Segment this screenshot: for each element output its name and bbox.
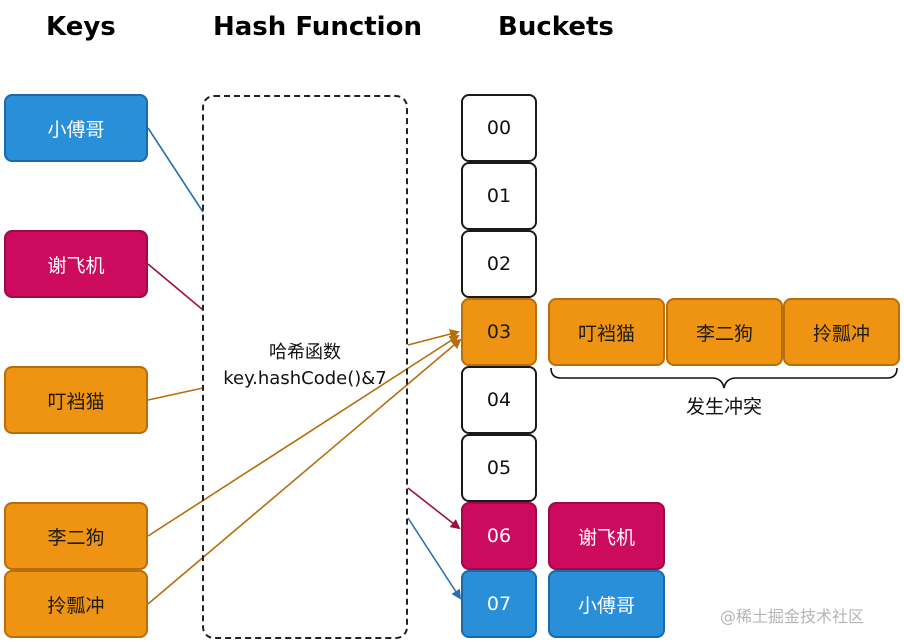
- bucket-05: 05: [461, 434, 537, 502]
- bucket-00: 00: [461, 94, 537, 162]
- key-xiefeiji: 谢飞机: [4, 230, 148, 298]
- line-hash-to-03: [407, 329, 460, 346]
- chain-06-node-1: 谢飞机: [548, 502, 665, 570]
- key-lingpiaochong: 拎瓢冲: [4, 570, 148, 638]
- bucket-03: 03: [461, 298, 537, 366]
- line-hash-to-06: [407, 487, 461, 530]
- hash-function-title: 哈希函数: [269, 342, 341, 363]
- collision-brace: [550, 367, 898, 389]
- hash-function-formula: key.hashCode()&7: [223, 368, 387, 389]
- chain-03-node-1: 叮裆猫: [548, 298, 665, 366]
- hash-function-box: [202, 95, 408, 639]
- buckets-header: Buckets: [498, 12, 614, 42]
- watermark: @稀土掘金技术社区: [720, 607, 865, 626]
- line-key-dingdangmao: [147, 387, 204, 401]
- collision-label: 发生冲突: [685, 396, 762, 418]
- bucket-07: 07: [461, 570, 537, 638]
- chain-03-node-3: 拎瓢冲: [783, 298, 900, 366]
- keys-header: Keys: [46, 12, 116, 42]
- key-dingdangmao: 叮裆猫: [4, 366, 148, 434]
- chain-07-node-1: 小傅哥: [548, 570, 665, 638]
- key-lierqou: 李二狗: [4, 502, 148, 570]
- line-hash-to-07: [407, 517, 462, 600]
- hash-function-label: 哈希函数 key.hashCode()&7: [202, 340, 408, 392]
- bucket-01: 01: [461, 162, 537, 230]
- bucket-04: 04: [461, 366, 537, 434]
- bucket-06: 06: [461, 502, 537, 570]
- bucket-02: 02: [461, 230, 537, 298]
- line-key-lingpiaochong: [147, 338, 462, 605]
- line-key-xiaofuge: [147, 127, 204, 213]
- key-xiaofuge: 小傅哥: [4, 94, 148, 162]
- chain-03-node-2: 李二狗: [666, 298, 783, 366]
- line-key-xiefeiji: [147, 263, 204, 311]
- hash-function-header: Hash Function: [213, 12, 422, 42]
